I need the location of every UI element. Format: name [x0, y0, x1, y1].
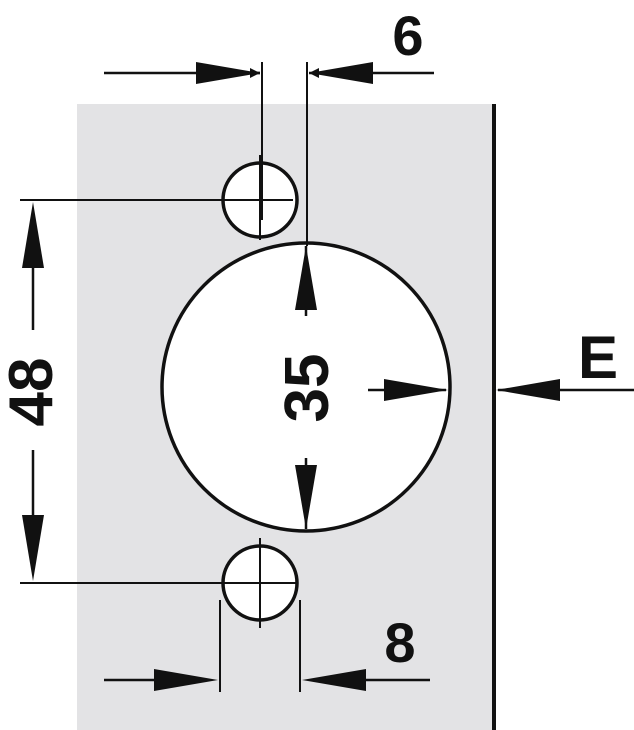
cup-diameter-label: 35: [273, 354, 342, 423]
bottom-hole-dimension: 8: [104, 600, 430, 692]
top-offset-dimension: 6: [104, 4, 434, 246]
top-offset-label: 6: [392, 4, 423, 67]
edge-distance-label: E: [578, 324, 618, 391]
hole-spacing-label: 48: [0, 358, 66, 427]
cup-diameter-dimension: 35: [273, 246, 342, 529]
bottom-screw-hole: [221, 538, 299, 628]
hole-spacing-dimension: 48: [0, 199, 240, 584]
bottom-hole-label: 8: [384, 611, 415, 674]
edge-distance-dimension: E: [368, 324, 634, 401]
